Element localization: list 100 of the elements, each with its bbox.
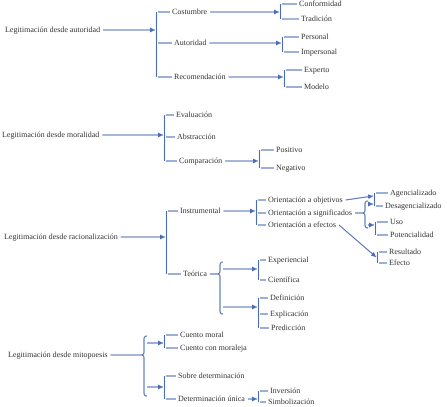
bracket bbox=[155, 12, 158, 77]
arrow bbox=[223, 266, 257, 272]
branch-label: Potencialidad bbox=[390, 230, 434, 240]
branch-label: Evaluación bbox=[176, 110, 212, 120]
arrow bbox=[103, 28, 155, 32]
connector-line bbox=[166, 160, 177, 162]
branch-label: Inversión bbox=[270, 386, 300, 396]
branch-label: Determinación única bbox=[178, 394, 245, 404]
branch-label: Experto bbox=[304, 65, 330, 75]
bracket bbox=[373, 193, 376, 206]
branch-label: Cuento moral bbox=[180, 330, 224, 340]
branch-label: Negativo bbox=[276, 163, 306, 173]
branch-label: Agencializado bbox=[390, 188, 436, 198]
connector-line bbox=[260, 279, 266, 281]
brace bbox=[217, 262, 223, 314]
arrow bbox=[228, 74, 283, 80]
arrow bbox=[368, 202, 373, 206]
branch-label: Uso bbox=[390, 217, 403, 227]
connector-line bbox=[377, 234, 388, 236]
arrow bbox=[248, 396, 257, 402]
connector-line bbox=[258, 224, 266, 226]
connector-line bbox=[166, 334, 178, 336]
connector-line bbox=[282, 18, 299, 20]
bracket bbox=[165, 211, 168, 274]
arrow bbox=[223, 208, 255, 214]
branch-label: Legitimación desde mitopoesis bbox=[8, 350, 108, 360]
arrow bbox=[210, 10, 279, 14]
branch-label: Simbolización bbox=[268, 397, 314, 407]
bracket bbox=[257, 391, 260, 402]
branch-label: Resultado bbox=[389, 247, 421, 257]
connector-line bbox=[376, 192, 388, 194]
connector-line bbox=[376, 205, 383, 207]
bracket bbox=[163, 376, 166, 399]
arrow bbox=[147, 340, 163, 346]
connector-line bbox=[158, 11, 170, 13]
connector-line bbox=[166, 398, 176, 400]
connector-line bbox=[210, 273, 217, 275]
connector-line bbox=[166, 375, 176, 377]
arrow bbox=[368, 222, 374, 228]
branch-label: Costumbre bbox=[172, 7, 208, 17]
branch-label: Positivo bbox=[276, 145, 302, 155]
branch-label: Conformidad bbox=[299, 0, 342, 9]
connector-line bbox=[260, 313, 268, 315]
connector-line bbox=[168, 210, 178, 212]
branch-label: Legitimación desde moralidad bbox=[2, 130, 100, 140]
branch-label: Recomendación bbox=[174, 72, 226, 82]
connector-line bbox=[261, 149, 274, 151]
bracket bbox=[279, 4, 282, 19]
connector-line bbox=[379, 262, 387, 264]
connector-line bbox=[166, 114, 174, 116]
brace bbox=[362, 201, 368, 228]
arrow bbox=[147, 384, 163, 390]
arrow bbox=[346, 194, 374, 201]
connector-line bbox=[260, 390, 268, 392]
branch-label: Comparación bbox=[179, 156, 222, 166]
connector-line bbox=[260, 259, 266, 261]
connector-line bbox=[261, 167, 274, 169]
connector-line bbox=[258, 199, 266, 201]
connector-line bbox=[258, 212, 266, 214]
bracket bbox=[258, 150, 261, 168]
connector-line bbox=[110, 354, 141, 356]
connector-line bbox=[260, 401, 266, 403]
branch-label: Orientación a objetivos bbox=[268, 195, 343, 205]
connector-line bbox=[284, 51, 299, 53]
bracket bbox=[255, 200, 258, 225]
connector-line bbox=[354, 212, 362, 214]
connector-line bbox=[377, 221, 388, 223]
connector-line bbox=[260, 297, 268, 299]
arrow bbox=[338, 224, 376, 258]
arrow bbox=[120, 234, 165, 240]
branch-label: Tradición bbox=[301, 14, 332, 24]
connector-line bbox=[260, 327, 269, 329]
branch-label: Abstracción bbox=[177, 132, 216, 142]
branch-label: Modelo bbox=[304, 82, 329, 92]
arrow bbox=[102, 132, 163, 138]
bracket bbox=[257, 260, 260, 280]
branch-label: Autoridad bbox=[174, 38, 206, 48]
bracket bbox=[374, 222, 377, 235]
branch-label: Explicación bbox=[270, 309, 308, 319]
branch-label: Legitimación desde racionalización bbox=[4, 232, 118, 242]
connector-line bbox=[284, 36, 299, 38]
connector-line bbox=[166, 347, 178, 349]
brace bbox=[141, 336, 147, 396]
bracket bbox=[283, 70, 286, 87]
bracket bbox=[281, 37, 284, 52]
branch-label: Personal bbox=[301, 32, 329, 42]
arrow bbox=[209, 40, 281, 46]
branch-label: Impersonal bbox=[301, 47, 337, 57]
branch-label: Científica bbox=[268, 275, 300, 285]
arrow bbox=[223, 304, 257, 310]
connector-line bbox=[282, 3, 297, 5]
branch-label: Experiencial bbox=[268, 255, 308, 265]
connector-line bbox=[168, 273, 181, 275]
bracket bbox=[257, 298, 260, 328]
connector-line bbox=[158, 42, 172, 44]
branch-label: Definición bbox=[270, 293, 304, 303]
connector-line bbox=[379, 251, 387, 253]
branch-label: Desagencializado bbox=[385, 201, 442, 211]
branch-label: Predicción bbox=[271, 323, 306, 333]
branch-label: Legitimación desde autoridad bbox=[5, 25, 100, 35]
